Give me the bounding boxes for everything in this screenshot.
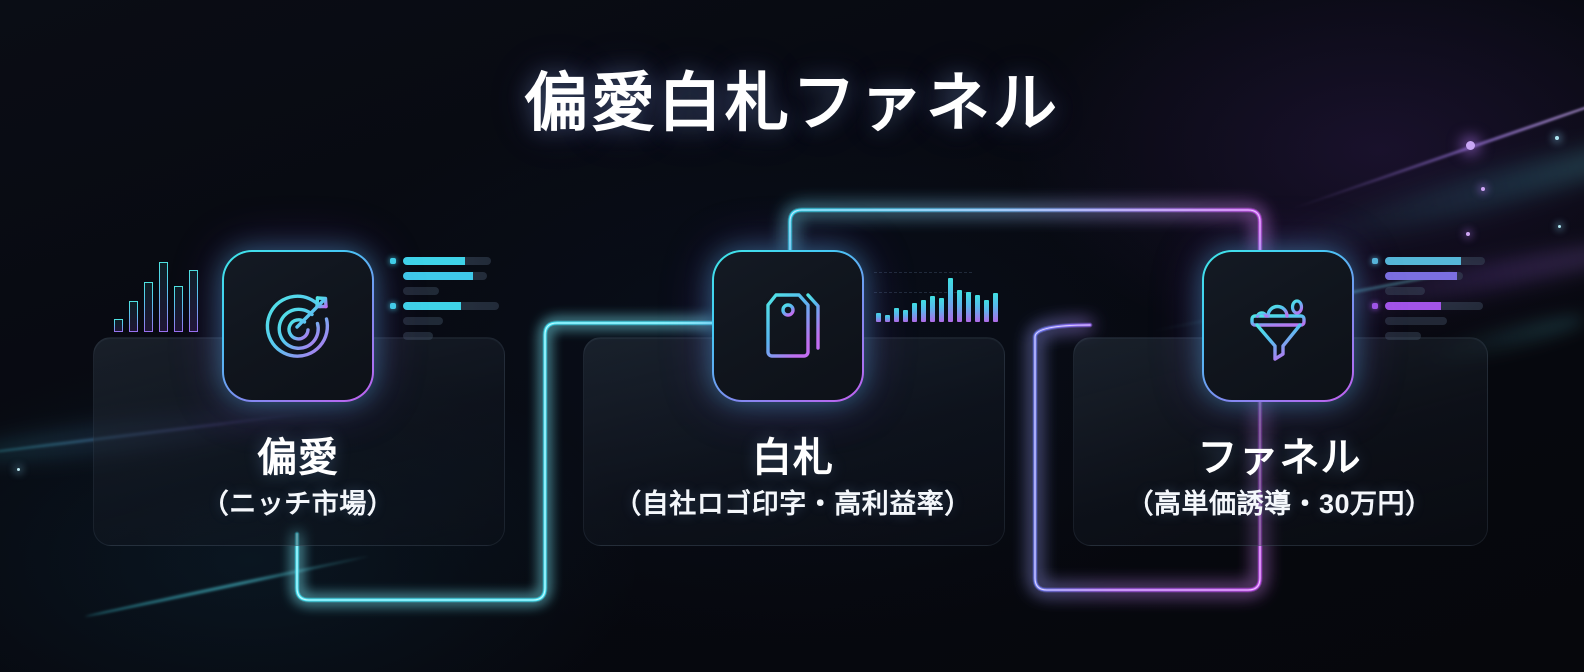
decor-bullet-dot (390, 258, 396, 264)
card-title-2: 白札 (752, 436, 834, 480)
background-streak (84, 554, 369, 618)
decor-text-lines-right (1372, 257, 1485, 340)
target-icon (255, 283, 341, 369)
bar (930, 296, 935, 322)
icon-tile-1[interactable] (222, 250, 374, 402)
bar (948, 278, 953, 322)
bar (957, 290, 962, 322)
decor-line-row (1372, 317, 1485, 325)
decor-line-row (390, 317, 499, 325)
decor-line-row (390, 332, 499, 340)
bar (189, 270, 198, 332)
card-subtitle-3: （高単価誘導・30万円） (1126, 489, 1433, 519)
decor-bar-chart-left (114, 260, 198, 332)
decor-line-bar (1385, 317, 1447, 325)
decor-spacer (1372, 273, 1378, 279)
decor-spacer (1372, 288, 1378, 294)
funnel-icon (1235, 283, 1321, 369)
decor-bullet-dot (390, 303, 396, 309)
bar (129, 301, 138, 332)
decor-gridline (874, 292, 972, 294)
decor-line-row (1372, 257, 1485, 265)
bar (993, 293, 998, 322)
decor-line-bar (1385, 287, 1425, 295)
decor-spacer (390, 318, 396, 324)
bar (114, 319, 123, 332)
bar (174, 286, 183, 332)
decor-line-bar (403, 272, 487, 280)
decor-bullet-dot (1372, 303, 1378, 309)
decor-bullet-dot (1372, 258, 1378, 264)
decor-bar-chart-center (876, 276, 998, 322)
background-streak (1265, 123, 1584, 266)
decor-line-bar (1385, 302, 1483, 310)
decor-line-row (1372, 332, 1485, 340)
decor-line-row (390, 257, 499, 265)
bar (966, 292, 971, 322)
decor-spacer (390, 273, 396, 279)
bar (984, 300, 989, 322)
background-dot (1558, 225, 1561, 228)
decor-line-bar (403, 302, 499, 310)
bar (144, 282, 153, 332)
decor-line-bar (1385, 272, 1463, 280)
decor-line-bar (403, 332, 433, 340)
decor-gridline (874, 272, 972, 274)
decor-spacer (390, 288, 396, 294)
icon-tile-3[interactable] (1202, 250, 1354, 402)
decor-spacer (1372, 333, 1378, 339)
bar (939, 298, 944, 322)
decor-line-bar (403, 257, 491, 265)
price-tag-icon (746, 284, 830, 368)
background-dot (17, 468, 20, 471)
bar (912, 303, 917, 322)
decor-line-row (390, 302, 499, 310)
card-title-3: ファネル (1197, 436, 1362, 480)
decor-spacer (1372, 318, 1378, 324)
card-subtitle-2: （自社ロゴ印字・高利益率） (614, 489, 972, 519)
card-subtitle-1: （ニッチ市場） (201, 489, 395, 519)
decor-text-lines-left (390, 257, 499, 340)
decor-line-row (390, 287, 499, 295)
bar (894, 308, 899, 322)
icon-tile-2[interactable] (712, 250, 864, 402)
decor-line-row (390, 272, 499, 280)
decor-line-row (1372, 302, 1485, 310)
background-dot (1466, 232, 1470, 236)
decor-line-bar (403, 287, 439, 295)
decor-line-row (1372, 272, 1485, 280)
card-title-1: 偏愛 (257, 436, 339, 480)
background-dot (1481, 187, 1485, 191)
connector-card2-to-card3 (787, 207, 1263, 255)
bar (159, 262, 168, 332)
bar (876, 313, 881, 322)
bar (975, 295, 980, 322)
decor-line-bar (1385, 257, 1485, 265)
decor-line-bar (403, 317, 443, 325)
page-title: 偏愛白札ファネル (524, 67, 1060, 139)
decor-line-bar (1385, 332, 1421, 340)
bar (921, 300, 926, 322)
decor-spacer (390, 333, 396, 339)
bar (903, 310, 908, 322)
bar (885, 315, 890, 322)
decor-line-row (1372, 287, 1485, 295)
